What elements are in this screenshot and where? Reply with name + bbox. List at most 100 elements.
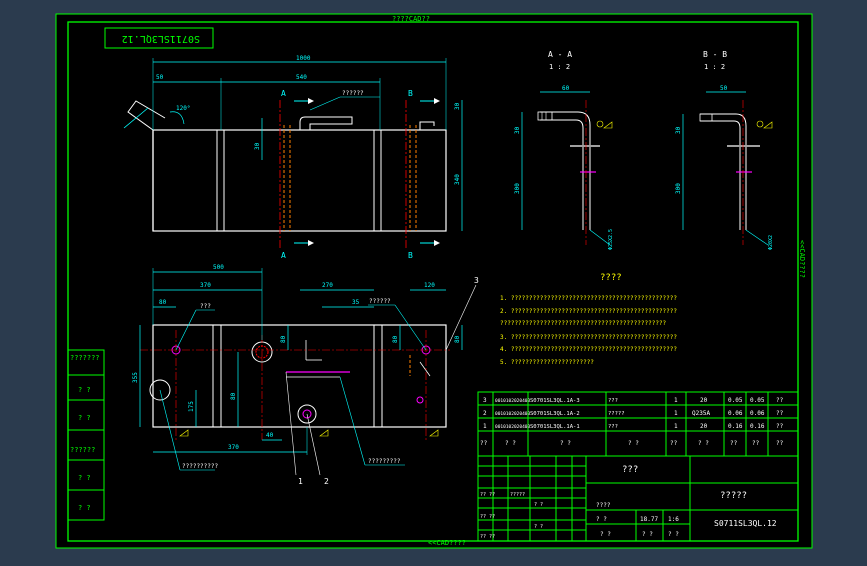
left-strip-6: ? ? — [78, 504, 91, 512]
section-bb-note: Φ20X2 — [768, 235, 774, 250]
section-aa-toph: 30 — [514, 126, 521, 134]
title-block[interactable]: ?? ?? ?? ?? ?? ?? ????? ? ? ? ? ??? ????… — [477, 455, 799, 542]
bom-r1-mat: 20 — [700, 397, 708, 404]
front-pipe-label: ?????? — [342, 90, 364, 97]
tb-row-left-3: ?? ?? — [480, 534, 495, 540]
bom-r2-name: S0701SL3QL.1A-2 — [530, 411, 580, 417]
note-2: 2. ?????????????????????????????????????… — [500, 308, 677, 315]
section-mark-b-bottom: B — [408, 251, 413, 260]
bom-r1-note: ?? — [776, 397, 784, 404]
tb-sign-1: ????? — [510, 492, 525, 498]
bom-h-qty: ?? — [670, 440, 678, 447]
tb-row-left-2: ?? ?? — [480, 514, 495, 520]
note-1: 1. ?????????????????????????????????????… — [500, 295, 677, 302]
dim-front-angle: 120° — [176, 105, 190, 112]
tb-sign-3: ? ? — [534, 524, 543, 530]
note-2b: ????????????????????????????????????????… — [500, 320, 667, 327]
tb-row-left-1: ?? ?? — [480, 492, 495, 498]
bom-r3-qty: 1 — [674, 423, 678, 430]
balloon-1[interactable]: 1 — [298, 477, 303, 486]
bom-h-desc: ? ? — [628, 440, 639, 447]
bom-h-name: ? ? — [560, 440, 571, 447]
tb-product: ??? — [622, 465, 638, 475]
section-bb-height: 300 — [675, 183, 682, 194]
dim-top-13: 80 — [392, 335, 399, 343]
section-bb-width: 50 — [720, 85, 728, 92]
stamp-code: S0711SL3QL.12 — [122, 33, 200, 44]
section-bb-scale: 1 : 2 — [704, 63, 725, 71]
section-aa-width: 60 — [562, 85, 570, 92]
dim-top-3: 80 — [159, 299, 167, 306]
balloon-3[interactable]: 3 — [474, 276, 479, 285]
bom-h-code: ? ? — [505, 440, 516, 447]
top-view[interactable]: 500 370 80 270 35 120 355 370 40 175 80 … — [132, 264, 479, 486]
bom-r3-desc: ??? — [608, 424, 618, 430]
bom-h-note: ?? — [776, 440, 784, 447]
dim-top-1: 500 — [213, 264, 224, 271]
bom-r1-w1: 0.05 — [728, 397, 743, 404]
dim-top-5: 35 — [352, 299, 360, 306]
bom-r1-code: 0010102020403 — [495, 398, 531, 404]
top-callout-bottom-left: ?????????? — [182, 463, 219, 470]
dim-top-8: 80 — [230, 392, 237, 400]
tb-drawing-name: ????? — [720, 491, 747, 501]
bom-h-w2: ?? — [752, 440, 760, 447]
bom-r1-desc: ??? — [608, 398, 618, 404]
bom-r1-no: 3 — [483, 397, 487, 404]
stamp-code-box: S0711SL3QL.12 — [104, 27, 214, 49]
section-aa-scale: 1 : 2 — [549, 63, 570, 71]
dim-top-2: 370 — [200, 282, 211, 289]
tb-r3: ? ? — [600, 531, 611, 538]
note-3: 3. ?????????????????????????????????????… — [500, 334, 677, 341]
bom-h-mat: ? ? — [698, 440, 709, 447]
note-5: 5. ??????????????????????? — [500, 359, 594, 366]
bom-r2-w2: 0.06 — [750, 410, 765, 417]
left-strip-2: ? ? — [78, 386, 91, 394]
bom-table[interactable]: 3 0010102020403 S0701SL3QL.1A-3 ??? 1 20… — [477, 391, 799, 457]
bom-r3-w1: 0.16 — [728, 423, 743, 430]
tb-drawing-no: S0711SL3QL.12 — [714, 519, 777, 528]
top-callout-bottom-mid: ????????? — [368, 458, 401, 465]
dim-top-11: 40 — [266, 432, 274, 439]
section-bb-title: B - B — [703, 50, 727, 59]
dim-top-6: 120 — [424, 282, 435, 289]
tb-r4: ? ? — [642, 531, 653, 538]
notes-heading: ???? — [600, 273, 622, 283]
tb-sheet: ? ? — [668, 531, 679, 538]
bom-r2-qty: 1 — [674, 410, 678, 417]
front-view[interactable]: A B A B 1000 50 540 340 30 30 120° ?????… — [123, 55, 463, 260]
note-4: 4. ?????????????????????????????????????… — [500, 346, 677, 353]
bom-r2-mat: Q235A — [692, 410, 710, 417]
section-aa-view[interactable]: A - A 1 : 2 60 30 300 Φ25X2.5 — [514, 50, 614, 250]
bom-r2-desc: ????? — [608, 411, 625, 417]
section-bb-view[interactable]: B - B 1 : 2 50 30 300 Φ20X2 — [675, 50, 774, 250]
balloon-2[interactable]: 2 — [324, 477, 329, 486]
dim-top-10: 80 — [280, 335, 287, 343]
border-top-label: ????CAD?? — [392, 15, 430, 23]
technical-notes: ???? 1. ????????????????????????????????… — [500, 273, 677, 366]
tb-scale: 1:6 — [668, 516, 679, 523]
inner-frame — [67, 21, 799, 542]
bom-r3-no: 1 — [483, 423, 487, 430]
bom-h-no: ?? — [480, 440, 488, 447]
dim-front-pipe: 30 — [254, 142, 261, 150]
bom-r2-no: 2 — [483, 410, 487, 417]
dim-front-left: 50 — [156, 74, 164, 81]
left-strip-5: ? ? — [78, 474, 91, 482]
dim-top-7: 355 — [132, 372, 139, 383]
section-mark-b-top: B — [408, 89, 413, 98]
section-mark-a-top: A — [281, 89, 286, 98]
section-aa-title: A - A — [548, 50, 572, 59]
section-bb-toph: 30 — [675, 126, 682, 134]
dim-front-small: 30 — [454, 102, 461, 110]
left-strip-4: ?????? — [70, 446, 95, 454]
dim-front-height: 340 — [454, 174, 461, 185]
section-mark-a-bottom: A — [281, 251, 286, 260]
bom-r2-note: ?? — [776, 410, 784, 417]
top-hole-left-label: ??? — [200, 303, 211, 310]
bom-r1-qty: 1 — [674, 397, 678, 404]
bom-r2-code: 0010102020403 — [495, 411, 531, 417]
top-filler-neck[interactable] — [149, 379, 171, 401]
